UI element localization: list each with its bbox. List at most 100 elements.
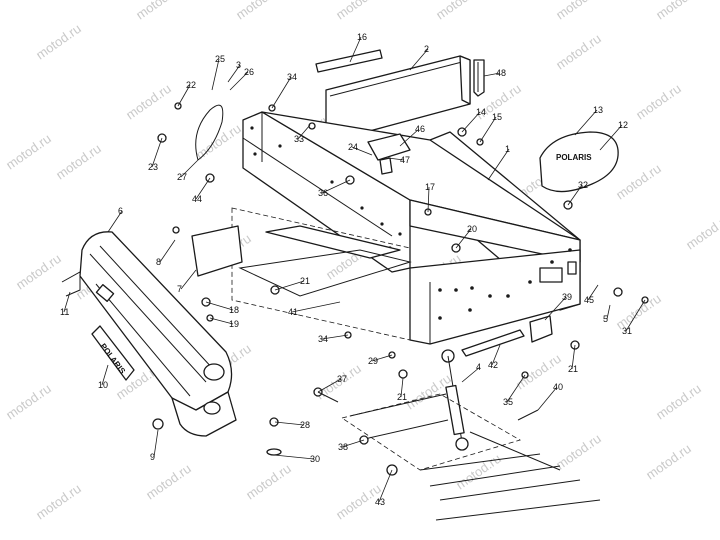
callout-number: 15: [492, 112, 502, 122]
callout-number: 40: [553, 382, 563, 392]
leader-line: [151, 137, 163, 168]
watermark-text: motod.ru: [3, 131, 54, 173]
callout-number: 38: [338, 442, 348, 452]
callout-number: 42: [488, 360, 498, 370]
callout-number: 12: [618, 120, 628, 130]
leader-line: [599, 124, 623, 151]
watermark-text: motod.ru: [683, 211, 720, 253]
watermark-text: motod.ru: [33, 21, 84, 63]
leader-line: [567, 184, 583, 206]
side-plate: [191, 225, 243, 277]
hinge-tab: [379, 157, 393, 175]
callout-number: 6: [118, 206, 123, 216]
leader-line: [399, 128, 420, 147]
watermark-text: motod.ru: [613, 291, 664, 333]
leader-line: [587, 284, 599, 301]
callout-number: 10: [98, 380, 108, 390]
callout-number: 46: [415, 124, 425, 134]
watermark-text: motod.ru: [3, 381, 54, 423]
leader-line: [571, 344, 576, 370]
leader-line: [205, 301, 234, 311]
leader-line: [371, 354, 393, 362]
leader-line: [537, 386, 558, 411]
watermark-text: motod.ru: [243, 461, 294, 503]
leader-line: [211, 58, 220, 91]
latch-bracket: [529, 315, 553, 343]
callout-number: 36: [318, 188, 328, 198]
watermark-text: motod.ru: [133, 0, 184, 22]
callout-number: 45: [584, 295, 594, 305]
callout-number: 21: [397, 392, 407, 402]
leader-line: [153, 429, 159, 458]
callout-number: 16: [357, 32, 367, 42]
callout-number: 7: [177, 284, 182, 294]
floor-plate: [265, 225, 401, 259]
leader-line: [351, 146, 373, 156]
callout-number: 4: [476, 362, 481, 372]
callout-number: 22: [186, 80, 196, 90]
callout-number: 48: [496, 68, 506, 78]
callout-number: 21: [300, 276, 310, 286]
leader-line: [461, 111, 481, 133]
callout-number: 1: [505, 144, 510, 154]
leader-line: [427, 186, 430, 213]
leader-line: [606, 304, 611, 320]
callout-number: 29: [368, 356, 378, 366]
callout-number: 8: [156, 257, 161, 267]
front-bumper-panel: [79, 231, 237, 437]
watermark-text: motod.ru: [433, 0, 484, 22]
leader-line: [63, 291, 71, 313]
callout-number: 17: [425, 182, 435, 192]
leader-line: [177, 84, 191, 107]
watermark-text: motod.ru: [643, 441, 694, 483]
watermark-text: motod.ru: [653, 381, 704, 423]
watermark-text: motod.ru: [13, 251, 64, 293]
cargo-box: [242, 111, 581, 345]
callout-number: 21: [568, 364, 578, 374]
leader-line: [341, 439, 365, 448]
watermark-text: motod.ru: [143, 461, 194, 503]
leader-line: [483, 72, 501, 77]
leader-line: [506, 374, 526, 403]
callout-number: 9: [150, 452, 155, 462]
callout-number: 19: [229, 319, 239, 329]
hinge-bracket: [367, 133, 411, 161]
leader-line: [271, 76, 292, 109]
leader-line: [349, 36, 362, 63]
leader-line: [101, 364, 109, 386]
leader-line: [387, 157, 405, 161]
callout-number: 13: [593, 105, 603, 115]
leader-line: [274, 280, 305, 291]
leader-line: [229, 71, 249, 91]
callout-number: 39: [562, 292, 572, 302]
callout-number: 31: [622, 326, 632, 336]
leader-line: [274, 421, 305, 426]
watermark-text: motod.ru: [633, 81, 684, 123]
callout-number: 37: [337, 374, 347, 384]
watermark-text: motod.ru: [553, 431, 604, 473]
callout-number: 47: [400, 155, 410, 165]
leader-line: [544, 296, 567, 321]
callout-number: 11: [60, 307, 69, 317]
leader-line: [195, 177, 211, 200]
leader-line: [409, 48, 429, 71]
leader-line: [291, 301, 341, 313]
leader-line: [321, 179, 351, 194]
leader-line: [227, 64, 241, 83]
bracket-48: [473, 59, 485, 97]
leader-line: [209, 317, 234, 325]
emblem-brand-text: POLARIS: [556, 153, 592, 162]
watermark-text: motod.ru: [233, 0, 284, 22]
watermark-text: motod.ru: [553, 0, 604, 22]
leader-line: [159, 239, 176, 263]
watermark-text: motod.ru: [123, 81, 174, 123]
leader-line: [180, 159, 199, 178]
callout-number: 18: [229, 305, 239, 315]
callout-number: 20: [467, 224, 477, 234]
watermark-text: motod.ru: [553, 31, 604, 73]
leader-line: [107, 210, 123, 233]
chassis-frame: [341, 393, 601, 521]
leader-line: [321, 334, 349, 340]
